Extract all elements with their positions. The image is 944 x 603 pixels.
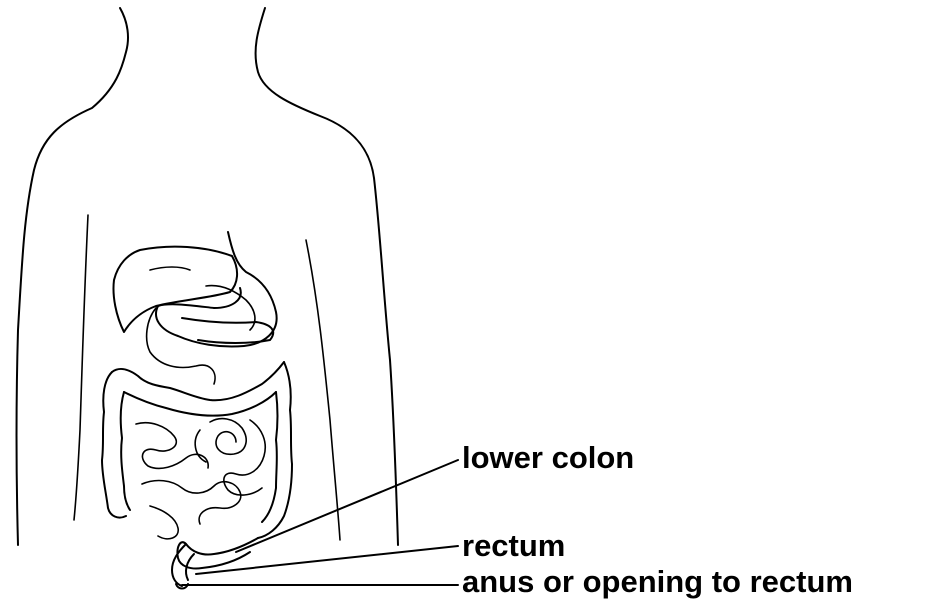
leader-line-lower-colon xyxy=(236,460,458,552)
left-arm-line xyxy=(74,215,88,520)
ascending-colon-inner xyxy=(121,392,130,510)
stomach xyxy=(156,232,277,347)
descending-colon xyxy=(258,362,292,538)
label-anus: anus or opening to rectum xyxy=(462,566,853,597)
small-intestine-1 xyxy=(136,423,208,469)
liver xyxy=(113,247,237,332)
small-intestine-5 xyxy=(150,506,178,539)
sigmoid-colon xyxy=(177,538,258,569)
pancreas xyxy=(182,318,273,343)
right-arm-line xyxy=(306,240,340,540)
body-outline xyxy=(17,8,129,545)
transverse-colon-lower xyxy=(124,392,276,416)
small-intestine-2 xyxy=(210,419,246,455)
label-lower-colon: lower colon xyxy=(462,442,634,473)
transverse-colon xyxy=(112,362,284,400)
liver-detail xyxy=(150,267,190,270)
label-rectum: rectum xyxy=(462,530,565,561)
